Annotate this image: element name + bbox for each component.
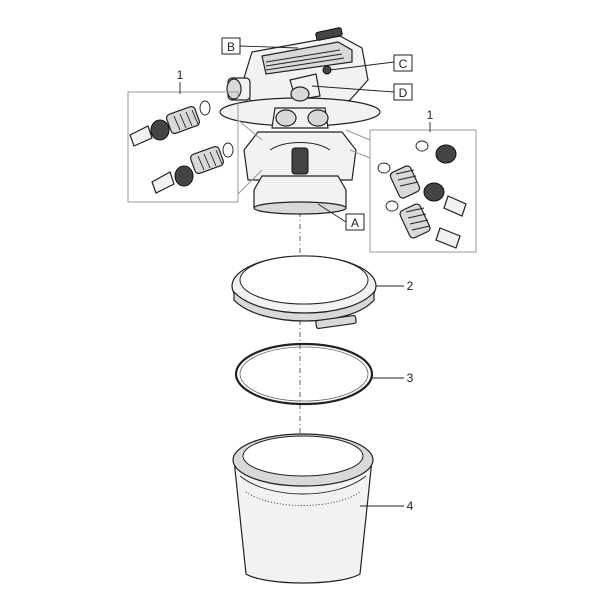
hose-clamp-icon	[443, 195, 467, 217]
clamping-ring	[231, 255, 377, 330]
filter-tank	[232, 433, 374, 584]
left-kit-link-2	[237, 169, 263, 195]
callout-3: 3	[407, 371, 414, 385]
seal-ring	[234, 342, 374, 406]
o-ring-icon	[415, 140, 429, 152]
lid-top-panel	[261, 41, 353, 75]
union-nut-icon	[174, 165, 194, 187]
union-nut-icon	[435, 144, 457, 164]
tank-rim-edge	[239, 475, 367, 495]
lid-ribs	[265, 49, 345, 71]
hose-tail-upper-right	[377, 140, 467, 217]
uvc-indicator-window	[315, 27, 343, 41]
callout-B-label: B	[227, 40, 235, 54]
tank-body	[233, 459, 373, 584]
right-hose-kit-frame	[369, 129, 477, 253]
hose-tail-upper-left	[129, 100, 211, 147]
callout-1-right: 1	[427, 108, 434, 122]
o-ring-icon	[222, 142, 234, 158]
right-kit-link-2	[349, 149, 371, 159]
callout-C: C	[393, 54, 413, 72]
manifold-outlets	[275, 86, 329, 127]
callout-C-label: C	[399, 57, 408, 71]
hose-tail-lower-right	[385, 200, 461, 249]
ring-latch-icon	[315, 314, 357, 330]
callout-B: B	[221, 37, 241, 55]
side-inlet-left	[226, 77, 251, 101]
callout-2: 2	[407, 279, 414, 293]
left-hose-kit-frame	[127, 91, 239, 203]
hose-clamp-icon	[129, 125, 153, 147]
callout-A: A	[345, 213, 365, 231]
left-kit-link-1	[237, 119, 263, 141]
threaded-tail-icon	[389, 165, 421, 199]
threaded-tail-icon	[166, 105, 200, 135]
hose-clamp-icon	[151, 171, 175, 194]
leader-lines	[239, 45, 404, 507]
collar-clip	[269, 142, 331, 151]
callout-1-left: 1	[177, 68, 184, 82]
right-kit-link-1	[345, 129, 371, 141]
body-rim	[253, 201, 347, 215]
filter-head	[219, 27, 381, 215]
o-ring-icon	[199, 100, 211, 116]
threaded-tail-icon	[190, 145, 224, 175]
callout-A-label: A	[351, 216, 359, 230]
hose-tail-lower-left	[151, 142, 234, 194]
cable-gland-icon	[322, 65, 332, 75]
inner-bracket	[291, 147, 309, 175]
callout-4: 4	[407, 499, 414, 513]
threaded-tail-icon	[399, 203, 431, 239]
hose-clamp-icon	[435, 227, 461, 249]
o-ring-icon	[385, 200, 399, 212]
union-nut-icon	[150, 119, 170, 141]
o-ring-icon	[377, 162, 391, 174]
tank-opening	[242, 435, 364, 477]
callout-D: D	[393, 83, 413, 101]
callout-D-label: D	[399, 86, 408, 100]
union-nut-icon	[423, 182, 445, 202]
